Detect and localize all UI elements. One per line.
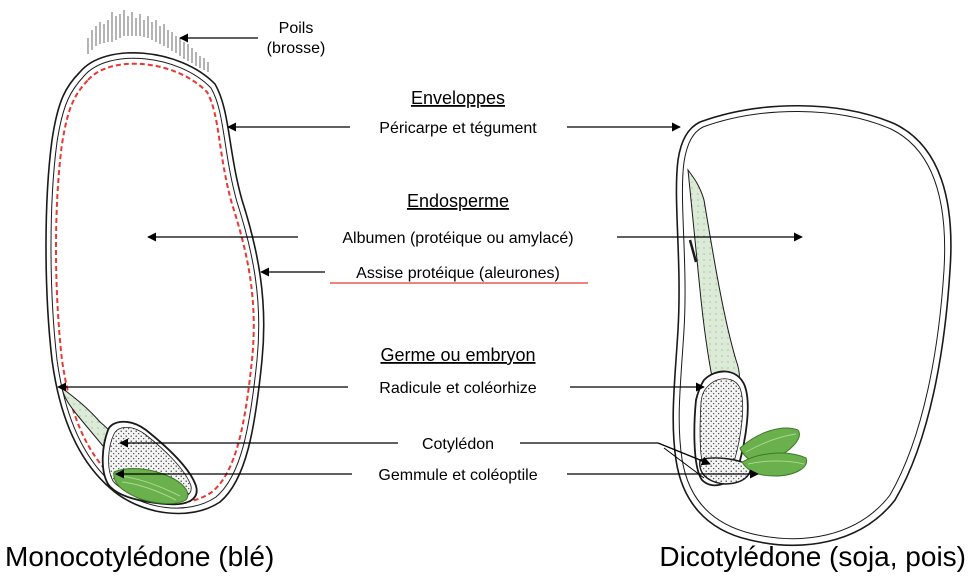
heading-endosperm: Endosperme xyxy=(407,191,509,211)
label-radicle: Radicule et coléorhize xyxy=(379,380,537,397)
monocot-grain xyxy=(46,10,264,513)
label-aleurone: Assise protéique (aleurones) xyxy=(356,265,560,282)
label-pericarp: Péricarpe et tégument xyxy=(379,120,537,137)
label-hairs-line1: Poils xyxy=(279,20,314,37)
caption-monocot: Monocotylédone (blé) xyxy=(5,541,274,572)
caption-dicot: Dicotylédone (soja, pois) xyxy=(659,541,966,572)
label-plumule: Gemmule et coléoptile xyxy=(378,467,537,484)
dicot-seed xyxy=(673,106,951,545)
heading-envelopes: Enveloppes xyxy=(411,88,505,108)
label-hairs-line2: (brosse) xyxy=(267,40,326,57)
label-cotyledon: Cotylédon xyxy=(422,436,494,453)
label-albumen: Albumen (protéique ou amylacé) xyxy=(342,230,573,247)
heading-germ: Germe ou embryon xyxy=(380,345,535,365)
